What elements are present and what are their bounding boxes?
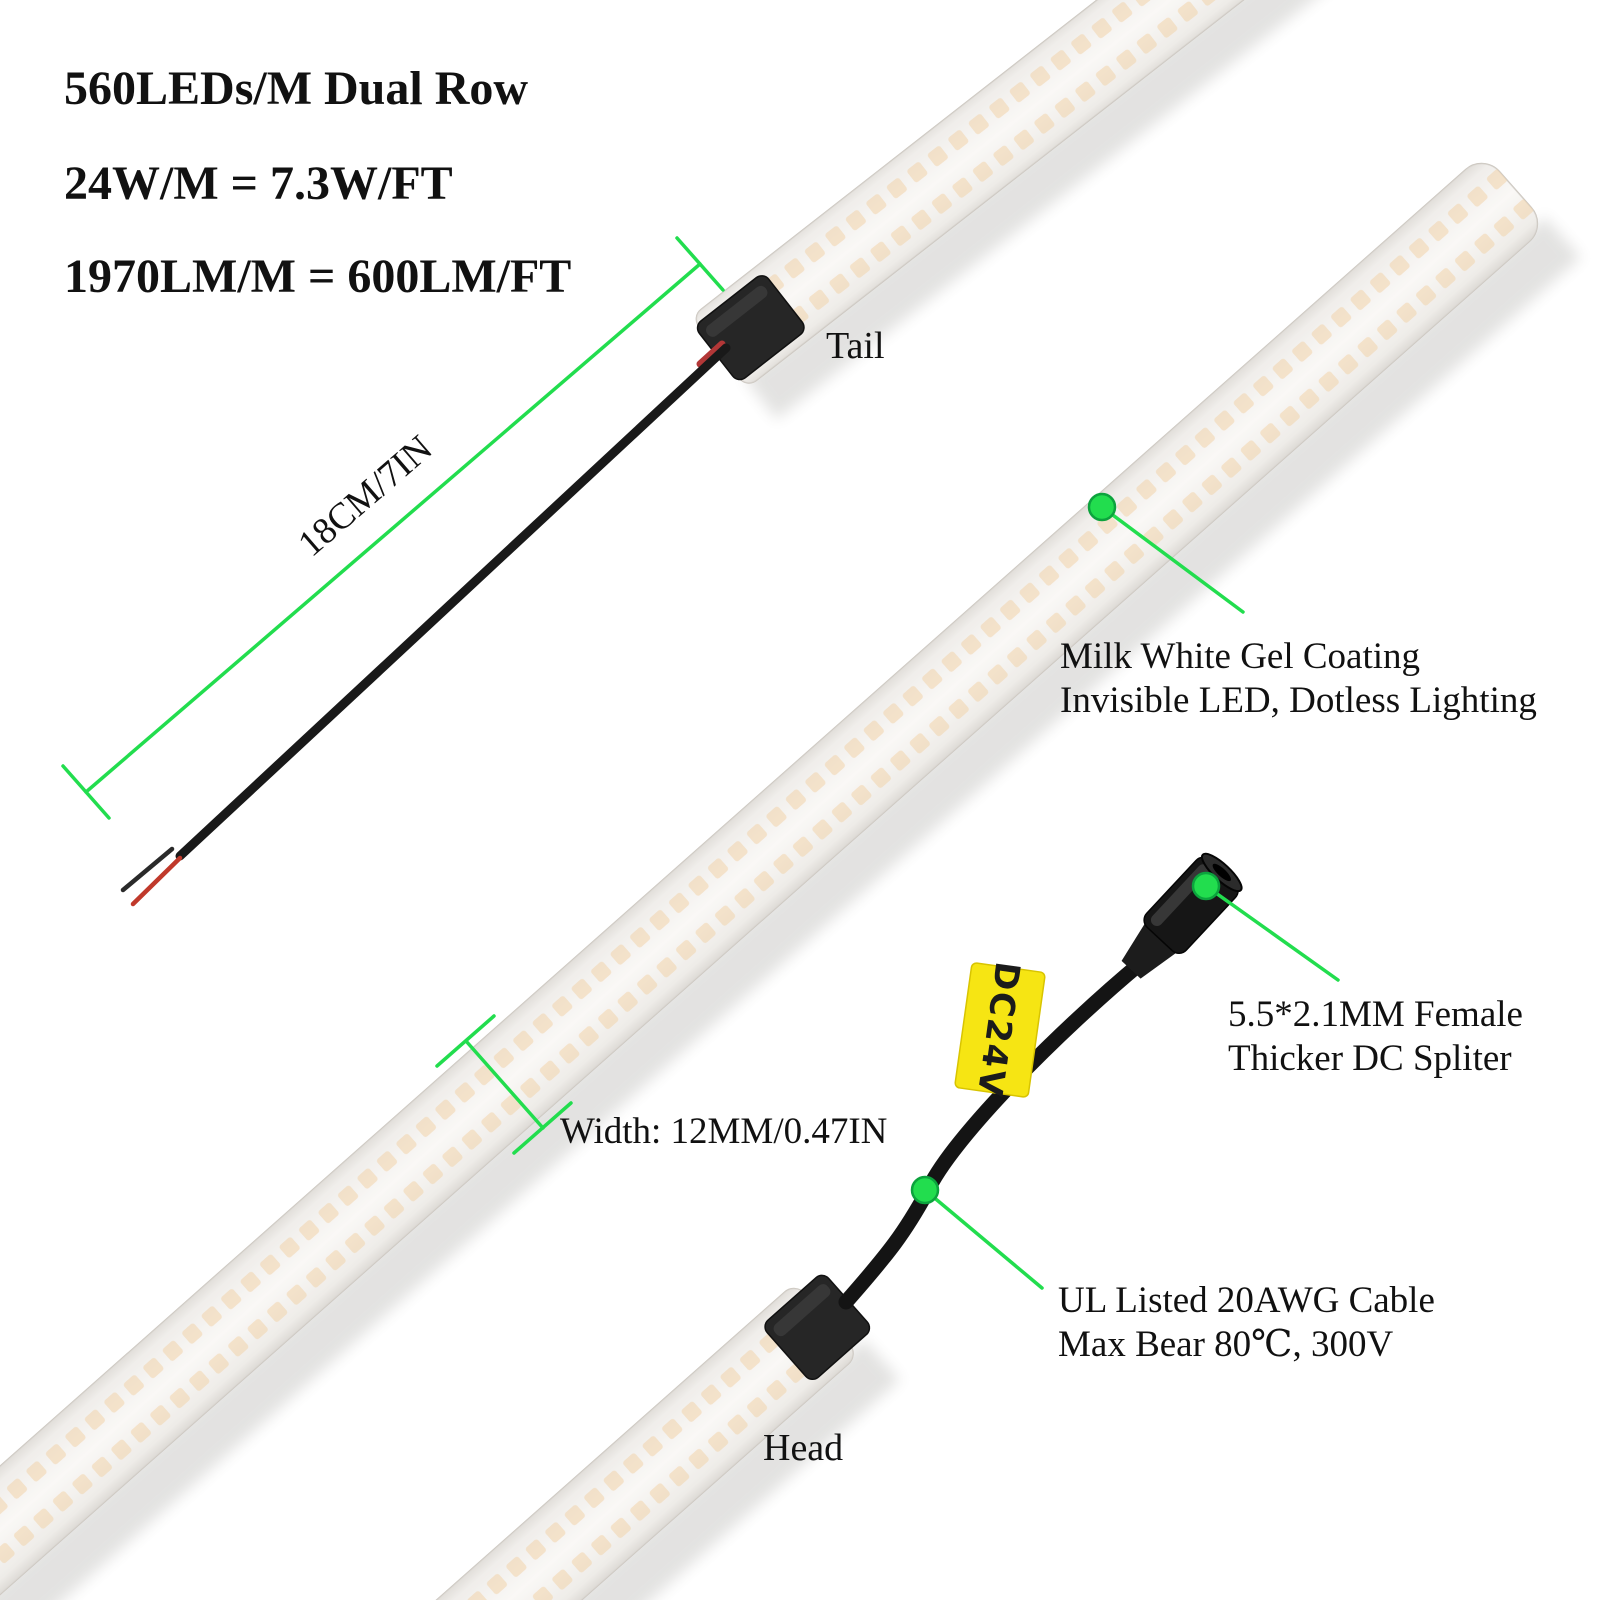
annotation-dots [910, 492, 1221, 1205]
width-tick-lower-edge [512, 1101, 573, 1155]
tail-red-wire-stub [696, 340, 726, 368]
connector-socket-hole [1212, 863, 1231, 882]
spec-line-3: 1970LM/M = 600LM/FT [64, 250, 571, 303]
tail-wire-red-lead [130, 855, 183, 907]
cable-callout-dot [910, 1175, 940, 1205]
wire-length-dimension-line [84, 262, 702, 794]
strip-gel-coating [696, 0, 1373, 383]
tail-wire-group [120, 340, 731, 907]
strip-led-rows [0, 163, 1538, 1600]
width-label: Width: 12MM/0.47IN [560, 1111, 887, 1152]
annotation-lines [61, 236, 1340, 1290]
connector-callout-dot [1191, 871, 1221, 901]
strip-gel-coating [0, 163, 1538, 1600]
connector-callout-line [1204, 884, 1340, 982]
coating-label-line1: Milk White Gel Coating [1060, 636, 1420, 677]
tail-wire [175, 343, 731, 861]
connector-strain-relief [1121, 921, 1179, 979]
head-end-cap-highlight [773, 1284, 831, 1337]
wire-length-tick-top [675, 236, 725, 292]
wire-length-tick-bottom [61, 764, 111, 820]
wire-length-label: 18CM/7IN [291, 428, 441, 565]
cable-callout-line [923, 1188, 1044, 1290]
dc24v-tag: DC24V [954, 959, 1046, 1100]
dc24v-tag-body [954, 962, 1046, 1098]
coating-callout-line [1100, 505, 1245, 614]
strip-gel-coating [74, 1288, 854, 1600]
tail-wire-black-lead [120, 846, 175, 893]
connector-label-line2: Thicker DC Spliter [1228, 1038, 1512, 1079]
spec-line-1: 560LEDs/M Dual Row [64, 62, 528, 115]
strip-shadow [744, 0, 1407, 420]
led-strip-main [0, 162, 1581, 1600]
cable-label-line2: Max Bear 80℃, 300V [1058, 1324, 1394, 1365]
tail-end-cap-highlight [705, 285, 768, 337]
tail-label: Tail [826, 325, 885, 367]
strip-shadow [0, 216, 1581, 1600]
connector-label-line1: 5.5*2.1MM Female [1228, 994, 1523, 1035]
dc-female-connector [1121, 852, 1243, 979]
strip-shadow [129, 1339, 900, 1600]
strip-led-rows [696, 0, 1373, 383]
head-label: Head [763, 1427, 843, 1469]
coating-callout-dot [1087, 492, 1117, 522]
strip-led-rows [74, 1288, 854, 1600]
led-strip-tail-segment [695, 0, 1407, 420]
width-tick-upper-edge [435, 1014, 496, 1068]
dc-power-cable [838, 954, 1150, 1310]
spec-line-2: 24W/M = 7.3W/FT [64, 157, 453, 210]
width-dimension-line [464, 1039, 545, 1130]
cable-label-line1: UL Listed 20AWG Cable [1058, 1280, 1435, 1321]
coating-label-line2: Invisible LED, Dotless Lighting [1060, 680, 1537, 721]
